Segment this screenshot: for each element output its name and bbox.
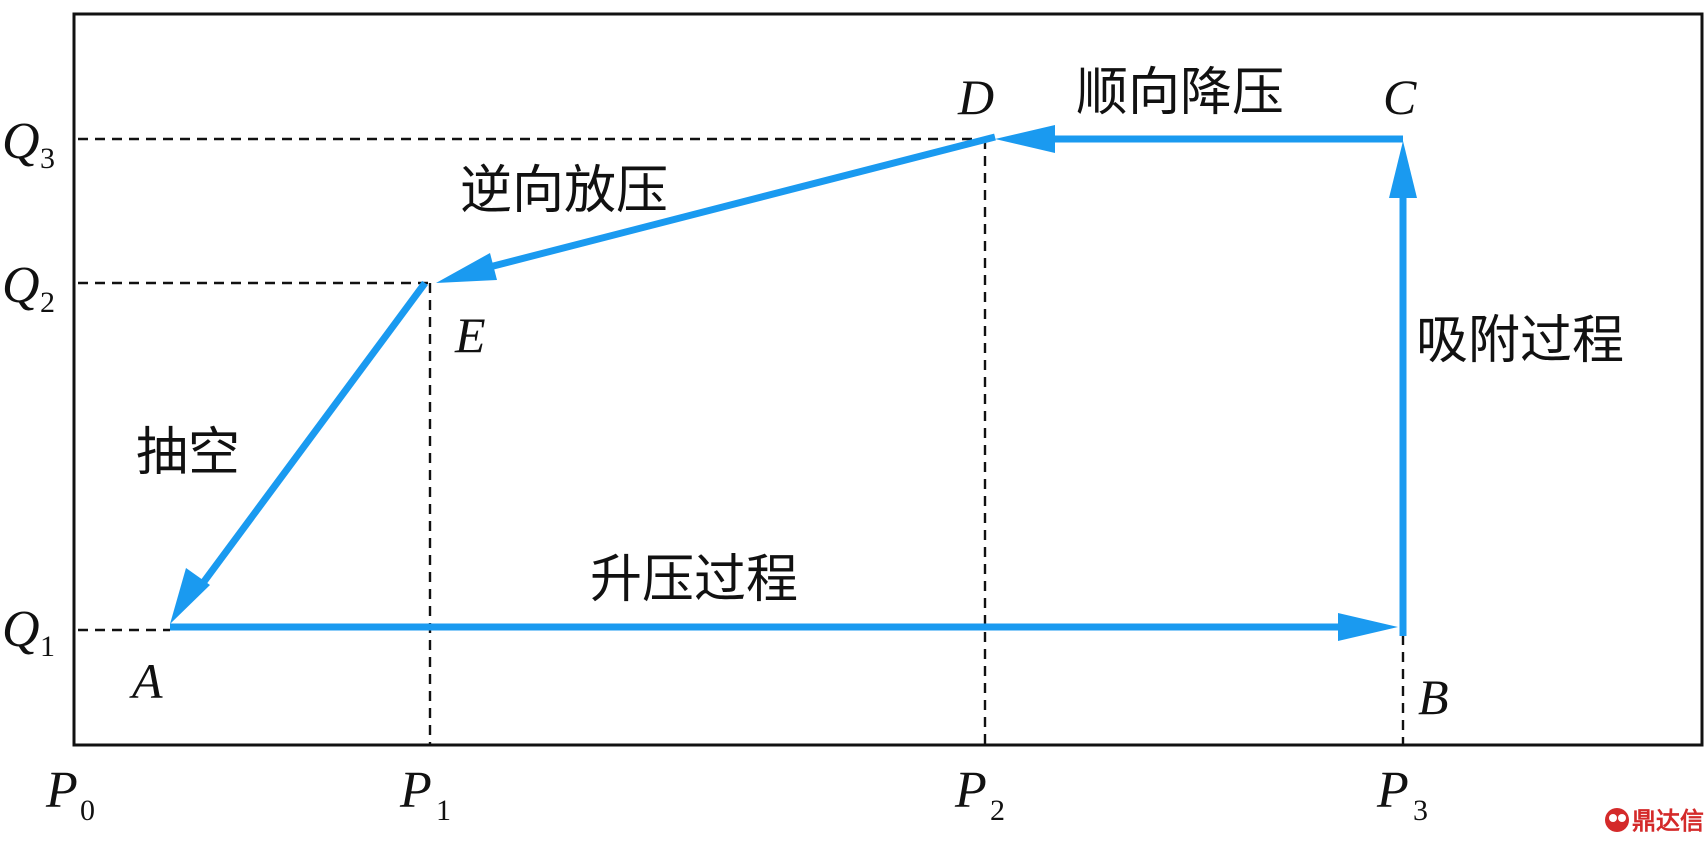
x-tick-p1: P 1	[399, 762, 451, 827]
y-tick-q1-main: Q	[2, 601, 40, 658]
x-tick-p2-sub: 2	[990, 794, 1005, 827]
pressurization-arrowhead	[1338, 613, 1398, 641]
x-tick-p3-main: P	[1376, 762, 1409, 819]
plot-frame	[72, 12, 1704, 747]
x-tick-p2: P 2	[954, 762, 1005, 827]
point-d-label: D	[957, 69, 994, 125]
cocurrent-depressurization-arrowhead	[995, 125, 1055, 153]
pressurization-label: 升压过程	[590, 550, 798, 610]
countercurrent-blowdown-label: 逆向放压	[460, 161, 668, 221]
point-c-label: C	[1383, 69, 1417, 125]
y-tick-q2-sub: 2	[40, 286, 55, 319]
point-b-label: B	[1418, 669, 1449, 725]
point-a-label: A	[129, 653, 163, 709]
watermark-text: 鼎达信	[1632, 807, 1704, 835]
watermark-badge-icon	[1605, 808, 1629, 832]
adsorption-arrowhead	[1389, 141, 1417, 198]
cocurrent-depressurization-label: 顺向降压	[1076, 63, 1284, 123]
x-tick-p0: P 0	[45, 762, 95, 827]
countercurrent-blowdown-line	[469, 133, 996, 276]
watermark-logo: 鼎达信	[1605, 807, 1704, 835]
evacuation-label: 抽空	[136, 423, 240, 483]
adsorption-label: 吸附过程	[1416, 311, 1624, 371]
y-tick-q3: Q 3	[2, 113, 55, 175]
x-tick-p3-sub: 3	[1413, 794, 1428, 827]
y-tick-q3-main: Q	[2, 113, 40, 170]
countercurrent-blowdown-arrowhead	[436, 253, 497, 283]
x-tick-p1-sub: 1	[436, 794, 451, 827]
x-tick-p0-sub: 0	[80, 794, 95, 827]
x-tick-p1-main: P	[399, 762, 432, 819]
y-tick-q3-sub: 3	[40, 142, 55, 175]
evacuation-line	[197, 280, 428, 590]
y-tick-q2-main: Q	[2, 257, 40, 314]
x-tick-p2-main: P	[954, 762, 987, 819]
y-tick-q1: Q 1	[2, 601, 55, 663]
x-tick-p3: P 3	[1376, 762, 1428, 827]
point-e-label: E	[454, 307, 486, 363]
evacuation-arrowhead	[170, 568, 210, 624]
y-tick-q1-sub: 1	[40, 630, 55, 663]
watermark-badge-dot	[1609, 814, 1617, 822]
watermark-badge-dot	[1618, 814, 1626, 822]
x-tick-p0-main: P	[45, 762, 78, 819]
y-tick-q2: Q 2	[2, 257, 55, 319]
